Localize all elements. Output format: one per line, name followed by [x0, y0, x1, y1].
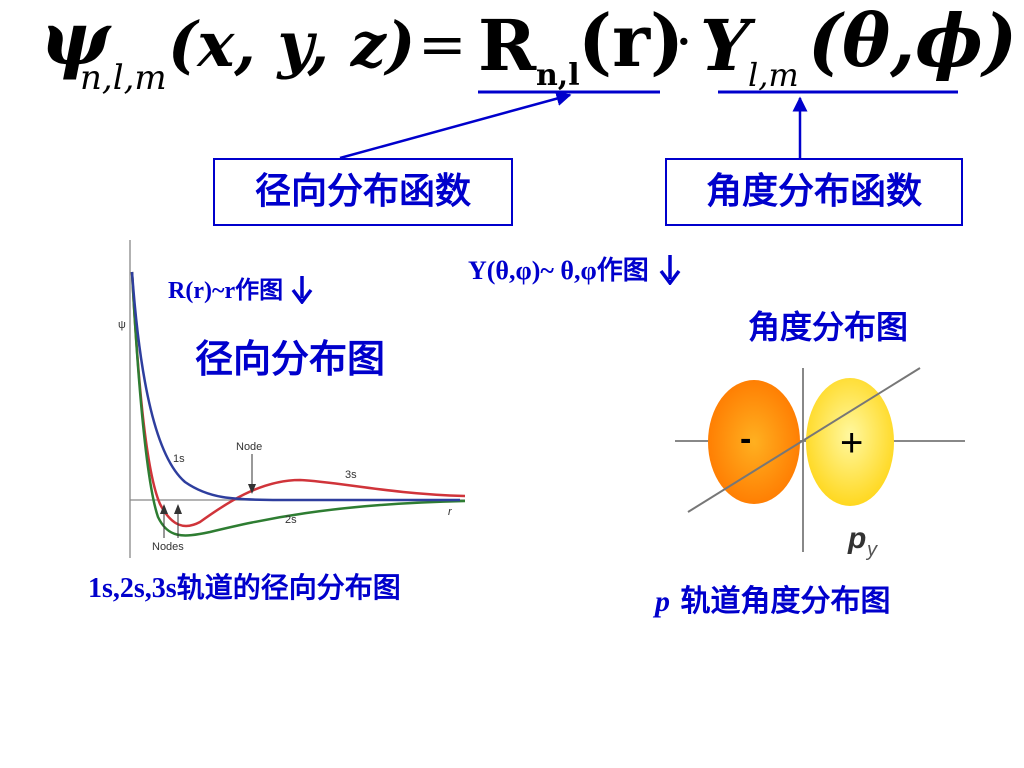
diagonal-axis	[687, 367, 921, 513]
x-axis-label: r	[448, 506, 453, 518]
radial-caption: 1s,2s,3s轨道的径向分布图	[88, 573, 401, 604]
radial-arrow	[339, 91, 572, 160]
node-annotation: Node	[236, 441, 262, 453]
orbital-subscript: y	[865, 539, 878, 560]
angular-function-symbol: Y	[700, 4, 750, 87]
negative-lobe	[708, 380, 800, 504]
series-1s-line	[130, 271, 460, 502]
positive-lobe	[806, 378, 894, 506]
radial-chart: ψ r 1s 3s 2s Node Nodes	[118, 240, 466, 558]
formula-connectors	[339, 90, 958, 160]
multiply-dot: ·	[675, 10, 693, 75]
radial-plot-label: R(r)~r作图	[168, 270, 313, 305]
equals-sign: =	[418, 10, 467, 78]
angular-plot-label: Y(θ,φ)~ θ,φ作图	[468, 250, 682, 287]
radial-argument: (r)	[578, 0, 685, 83]
angular-caption: p 轨道角度分布图	[655, 584, 891, 619]
radial-plot-title: 径向分布图	[195, 337, 386, 381]
radial-function-subscript: n,l	[536, 58, 580, 93]
series-3s-label: 3s	[345, 469, 357, 481]
orbital-name: p	[847, 522, 866, 555]
series-2s-line	[130, 271, 466, 537]
plus-sign: +	[840, 421, 863, 465]
down-arrow-icon	[292, 276, 313, 305]
psi-subscript: n,l,m	[80, 58, 167, 98]
radial-function-box: 径向分布函数	[213, 158, 513, 226]
series-2s-label: 2s	[285, 514, 297, 526]
psi-symbol: ψ	[40, 0, 110, 82]
series-1s-label: 1s	[173, 453, 185, 465]
angular-function-box: 角度分布函数	[665, 158, 963, 226]
p-orbital-diagram: - + p y	[675, 367, 965, 560]
coordinates: (x, y, z)	[168, 8, 416, 81]
angle-arguments: (θ,ϕ)	[808, 0, 1018, 83]
down-arrow-icon	[659, 255, 681, 286]
nodes-annotation: Nodes	[152, 541, 184, 553]
minus-sign: -	[740, 420, 751, 458]
angular-plot-title: 角度分布图	[748, 308, 909, 346]
series-3s-line	[130, 271, 466, 528]
radial-function-symbol: R	[478, 4, 537, 87]
y-axis-label: ψ	[118, 319, 126, 331]
angular-function-subscript: l,m	[748, 56, 799, 94]
